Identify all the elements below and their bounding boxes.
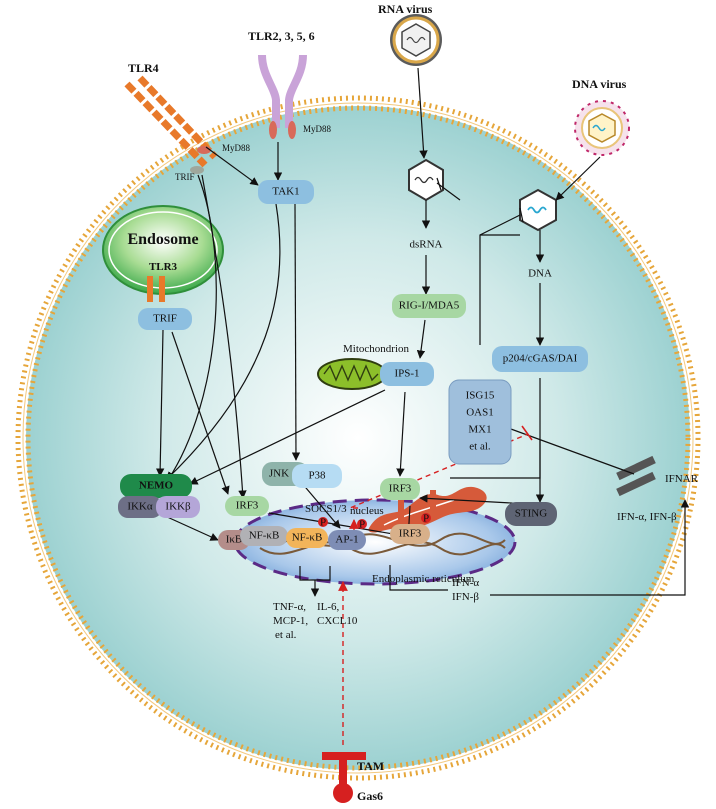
isg-node: ISG15 OAS1 MX1 et al. (448, 379, 512, 465)
jnk-p38-node: JNK P38 (262, 462, 342, 488)
cytokine-left-3: et al. (275, 629, 297, 641)
dna-capsid (519, 188, 557, 232)
nuc-p3: P (423, 513, 429, 525)
nucleus-factors: NF-κB P AP-1 P IRF3 P (286, 513, 431, 550)
dna-virus: DNA virus (572, 77, 630, 156)
ifn-receptor-label: IFN-α, IFN-β (617, 511, 677, 523)
isg-line-2: OAS1 (466, 407, 494, 419)
cytokine-right-1: IL-6, (317, 601, 340, 613)
rna-virus: RNA virus (378, 2, 442, 66)
ifn-beta-text: IFN-β (452, 591, 479, 603)
myd88-left-label: MyD88 (222, 143, 251, 153)
irf3-b-text: IRF3 (236, 500, 259, 512)
rna-virus-label: RNA virus (378, 2, 433, 16)
tlr2356-receptor: TLR2, 3, 5, 6 MyD88 (248, 29, 332, 139)
p38-text: P38 (308, 470, 326, 482)
nuc-irf3-text: IRF3 (399, 528, 422, 540)
nemo-node: NEMO IKKα IKKβ (118, 474, 200, 518)
myd88-right-label: MyD88 (303, 124, 332, 134)
isg-line-3: MX1 (468, 424, 491, 436)
tak1-text: TAK1 (272, 186, 299, 198)
ifnar-label: IFNAR (665, 473, 699, 485)
tlr4-label: TLR4 (128, 61, 159, 75)
tam-gas6: TAM Gas6 (322, 752, 384, 803)
nemo-text: NEMO (139, 480, 174, 492)
irf3-a-text: IRF3 (389, 483, 412, 495)
nuc-ap1-text: AP-1 (335, 534, 358, 546)
ikb-text: IκB (226, 534, 243, 546)
tak1-node: TAK1 (258, 180, 314, 204)
endosome-title: Endosome (127, 231, 198, 248)
irf3-b-node: IRF3 (225, 496, 269, 516)
rig-text: RIG-I/MDA5 (399, 300, 460, 312)
er-label: Endoplasmic reticulum (372, 573, 475, 585)
sting-node: STING (505, 502, 557, 526)
endoplasmic-reticulum: Endoplasmic reticulum (368, 486, 487, 585)
ips1-text: IPS-1 (394, 368, 419, 380)
arrows (155, 67, 690, 745)
ifn-alpha-text: IFN-α (452, 577, 479, 589)
nuc-p2: P (359, 519, 365, 531)
endosome-trif-node: TRIF (138, 308, 192, 330)
ikka-text: IKKα (127, 501, 153, 513)
cytokine-right-2: CXCL10 (317, 615, 358, 627)
ikb-nfkb-node: IκB NF-κB (218, 526, 288, 550)
tam-label: TAM (357, 759, 384, 773)
cell (15, 95, 701, 781)
gas6-label: Gas6 (357, 789, 383, 803)
ifn-nucleus-output: IFN-α IFN-β (452, 577, 479, 603)
nucleus-label: nucleus (350, 505, 384, 517)
endosome: Endosome TLR3 (102, 205, 224, 302)
isg-line-4: et al. (469, 441, 491, 453)
sting-text: STING (515, 508, 547, 520)
irf3-a-node: IRF3 (380, 478, 420, 500)
p204-node: p204/cGAS/DAI (492, 346, 588, 372)
cytokine-left-2: MCP-1, (273, 615, 308, 627)
socs-label: SOCS1/3 (305, 503, 347, 515)
cytokine-left-1: TNF-α, (273, 601, 306, 613)
endosome-trif-text: TRIF (153, 313, 177, 325)
tlr2356-label: TLR2, 3, 5, 6 (248, 29, 315, 43)
rig-node: RIG-I/MDA5 (392, 294, 466, 318)
cytokines-output: TNF-α, MCP-1, et al. IL-6, CXCL10 (273, 601, 358, 641)
mitochondrion-label: Mitochondrion (343, 343, 409, 355)
ifnar-receptor: IFNAR IFN-α, IFN-β (616, 455, 699, 523)
ikkb-text: IKKβ (165, 501, 191, 513)
dna-label: DNA (528, 268, 552, 280)
nuc-p1: P (320, 517, 326, 529)
ips1-node: IPS-1 (380, 362, 434, 386)
nfkb-text: NF-κB (249, 530, 280, 542)
jnk-text: JNK (269, 468, 289, 480)
tlr3-label: TLR3 (149, 261, 178, 273)
dna-virus-label: DNA virus (572, 77, 627, 91)
p204-text: p204/cGAS/DAI (503, 353, 578, 365)
nuc-nfkb-text: NF-κB (292, 532, 323, 544)
trif-membrane-label: TRIF (175, 172, 195, 182)
dsrna-label: dsRNA (409, 239, 442, 251)
isg-line-1: ISG15 (466, 390, 495, 402)
tlr4-receptor: TLR4 MyD88 TRIF (124, 61, 251, 182)
